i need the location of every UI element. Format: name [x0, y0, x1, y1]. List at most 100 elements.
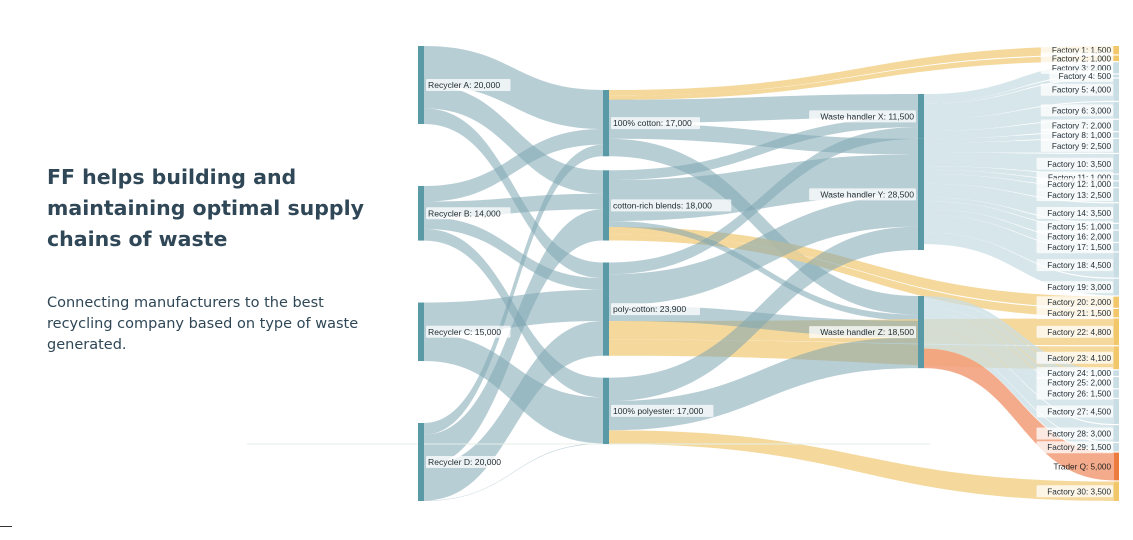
headline: FF helps building and maintaining optima…: [47, 165, 364, 251]
sankey-label-text: Factory 6: 3,000: [1052, 106, 1112, 115]
sankey-label-f2: Factory 2: 1,000: [1040, 52, 1113, 65]
sankey-node-f17: [1114, 243, 1119, 252]
sankey-label-f30: Factory 30: 3,500: [1036, 485, 1113, 498]
sankey-label-text: Factory 28: 3,000: [1047, 429, 1111, 438]
sankey-label-text: Recycler A: 20,000: [428, 80, 500, 90]
sankey-link-rc-pc: [424, 289, 603, 334]
sankey-link-rd-c100: [424, 144, 603, 435]
sankey-link-crb-f20: [609, 226, 1114, 308]
sankey-label-text: Factory 24: 1,000: [1047, 369, 1111, 378]
sankey-label-bg: [1036, 427, 1113, 440]
sankey-node-f18: [1114, 252, 1119, 278]
sankey-label-bg: [1036, 376, 1113, 389]
sankey-label-crb: cotton-rich blends: 18,000: [611, 199, 732, 212]
sankey-label-f8: Factory 8: 1,000: [1040, 128, 1113, 141]
sankey-link-wz-f26: [924, 307, 1114, 398]
sankey-node-rc: [418, 302, 424, 362]
sankey-node-f5: [1114, 78, 1119, 101]
sankey-label-bg: [1036, 281, 1113, 294]
sankey-label-ra: Recycler A: 20,000: [426, 79, 511, 91]
sankey-label-f14: Factory 14: 3,500: [1036, 207, 1113, 220]
sankey-label-text: Factory 16: 2,000: [1047, 232, 1111, 241]
sankey-link-rd-p100: [424, 443, 603, 501]
sankey-label-f15: Factory 15: 1,000: [1036, 220, 1113, 233]
sankey-node-rd: [418, 423, 424, 501]
sankey-label-f9: Factory 9: 2,500: [1040, 139, 1113, 152]
sankey-label-bg: [1036, 241, 1113, 254]
sankey-node-f23: [1114, 346, 1119, 370]
sankey-node-crb: [603, 170, 609, 241]
intro-panel: FF helps building and maintaining optima…: [47, 162, 377, 356]
sankey-label-text: Factory 7: 2,000: [1052, 121, 1112, 130]
sankey-label-bg: [1036, 189, 1113, 202]
sankey-link-wz-f28: [924, 331, 1114, 442]
sankey-label-f23: Factory 23: 4,100: [1036, 351, 1113, 364]
sankey-label-bg: [426, 207, 511, 220]
sankey-label-rb: Recycler B: 14,000: [426, 207, 511, 220]
sankey-label-bg: [1040, 128, 1113, 141]
sankey-node-p100: [603, 377, 609, 445]
sankey-label-f22: Factory 22: 4,800: [1036, 325, 1113, 338]
sankey-link-c100-f1: [609, 46, 1114, 96]
sankey-link-wz-f25: [924, 299, 1114, 389]
sankey-node-f22: [1114, 318, 1119, 346]
sankey-label-c100: 100% cotton: 17,000: [611, 117, 700, 130]
sankey-label-text: Recycler B: 14,000: [428, 208, 501, 218]
sankey-label-f20: Factory 20: 2,000: [1036, 296, 1113, 309]
sankey-label-bg: [611, 303, 700, 316]
sankey-label-text: Recycler C: 15,000: [428, 327, 501, 337]
sankey-label-f10: Factory 10: 3,500: [1036, 157, 1113, 170]
sankey-label-text: 100% cotton: 17,000: [613, 118, 692, 128]
sankey-node-f4: [1114, 74, 1119, 78]
sankey-label-bg: [1036, 178, 1113, 191]
sankey-label-bg: [1040, 104, 1113, 117]
sankey-link-ra-crb: [424, 85, 603, 194]
sankey-label-pc: poly-cotton: 23,900: [611, 303, 700, 316]
sankey-node-wz: [918, 296, 924, 369]
sankey-node-f19: [1114, 278, 1119, 296]
sankey-link-wz-f24: [924, 296, 1114, 376]
sankey-label-bg: [1036, 367, 1113, 380]
sankey-node-f14: [1114, 203, 1119, 223]
sankey-node-f25: [1114, 377, 1119, 389]
sankey-label-bg: [426, 325, 511, 338]
sankey-label-bg: [1040, 139, 1113, 152]
sankey-link-rd-crb: [424, 209, 603, 466]
sankey-label-text: Waste handler Y: 28,500: [820, 189, 914, 199]
sankey-label-bg: [809, 326, 916, 339]
sankey-label-bg: [809, 188, 916, 201]
sankey-node-ra: [418, 46, 424, 124]
sankey-node-f6: [1114, 102, 1119, 119]
sankey-label-f6: Factory 6: 3,000: [1040, 104, 1113, 117]
sankey-node-f2: [1114, 55, 1119, 62]
sankey-label-bg: [1049, 69, 1113, 82]
sankey-node-tq: [1114, 452, 1119, 481]
divider: [0, 526, 12, 527]
sankey-label-f13: Factory 13: 2,500: [1036, 189, 1113, 202]
sankey-label-f25: Factory 25: 2,000: [1036, 376, 1113, 389]
sankey-label-text: Factory 11: 1,000: [1048, 173, 1112, 182]
sankey-link-wy-f19: [924, 232, 1114, 296]
sankey-label-text: Factory 10: 3,500: [1047, 160, 1111, 169]
sankey-label-text: Factory 4: 500: [1059, 72, 1112, 81]
sankey-label-f21: Factory 21: 1,500: [1036, 307, 1113, 320]
sankey-node-f9: [1114, 138, 1119, 153]
sankey-link-wx-f4: [924, 74, 1114, 104]
sankey-label-text: Waste handler Z: 18,500: [820, 327, 914, 337]
sankey-label-bg: [1040, 52, 1113, 65]
sankey-label-f28: Factory 28: 3,000: [1036, 427, 1113, 440]
sankey-node-f12: [1114, 181, 1119, 188]
sankey-link-pc-wx: [609, 127, 918, 275]
sankey-label-bg: [1040, 83, 1113, 96]
sankey-label-text: Factory 29: 1,500: [1047, 443, 1111, 452]
sankey-node-rb: [418, 185, 424, 241]
sankey-label-text: Recycler D: 20,000: [428, 457, 501, 467]
sankey-node-c100: [603, 90, 609, 157]
sankey-label-text: Factory 5: 4,000: [1052, 86, 1112, 95]
sankey-node-wy: [918, 138, 924, 250]
sankey-link-rc-p100: [424, 333, 603, 444]
sankey-label-text: Waste handler X: 11,500: [820, 111, 914, 121]
sankey-label-bg: [426, 456, 511, 468]
sankey-label-text: Factory 15: 1,000: [1047, 223, 1111, 232]
